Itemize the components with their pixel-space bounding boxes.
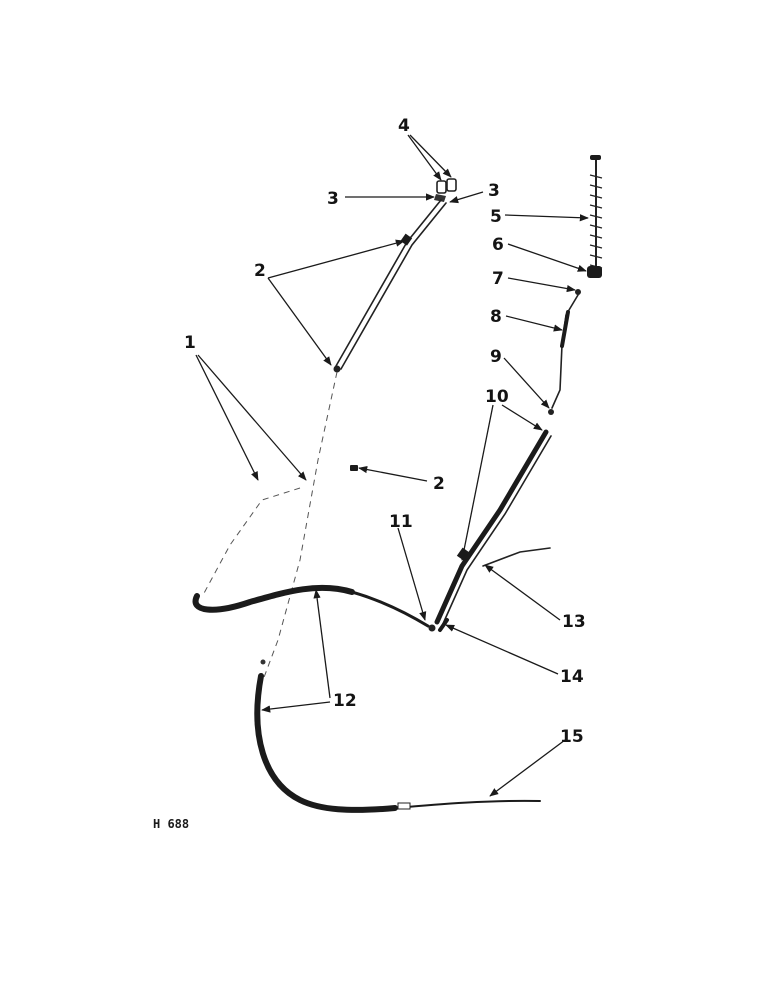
- callout-8: 8: [490, 307, 502, 327]
- callouts: 1 2 2 3 3 4 5 6 7 8 9 10 11 12 13 14 15: [184, 116, 586, 747]
- figure-id: H 688: [153, 817, 189, 831]
- middle-hose: [192, 584, 436, 632]
- small-fitting: [350, 465, 358, 471]
- callout-1: 1: [184, 333, 196, 353]
- spring-coupling: [587, 155, 603, 278]
- callout-3-left: 3: [327, 189, 339, 209]
- top-fitting-assembly: [434, 178, 457, 202]
- callout-3-right: 3: [488, 181, 500, 201]
- parts-artwork: [192, 155, 603, 813]
- diagonal-tube: [434, 429, 552, 632]
- callout-15: 15: [560, 727, 584, 747]
- callout-9: 9: [490, 347, 502, 367]
- callout-11: 11: [389, 512, 413, 532]
- upper-pipe-line: [333, 199, 447, 373]
- lower-hose: [254, 673, 541, 813]
- callout-5: 5: [490, 207, 502, 227]
- short-pipe-hose: [548, 289, 581, 415]
- callout-10: 10: [485, 387, 509, 407]
- callout-13: 13: [562, 612, 586, 632]
- callout-12: 12: [333, 691, 357, 711]
- long-pipe-line: [202, 371, 338, 681]
- callout-4: 4: [398, 116, 410, 136]
- callout-14: 14: [560, 667, 584, 687]
- callout-7: 7: [492, 269, 504, 289]
- callout-2-upper: 2: [254, 261, 266, 281]
- callout-2-lower: 2: [433, 474, 445, 494]
- callout-6: 6: [492, 235, 504, 255]
- leader-lines: [195, 134, 589, 797]
